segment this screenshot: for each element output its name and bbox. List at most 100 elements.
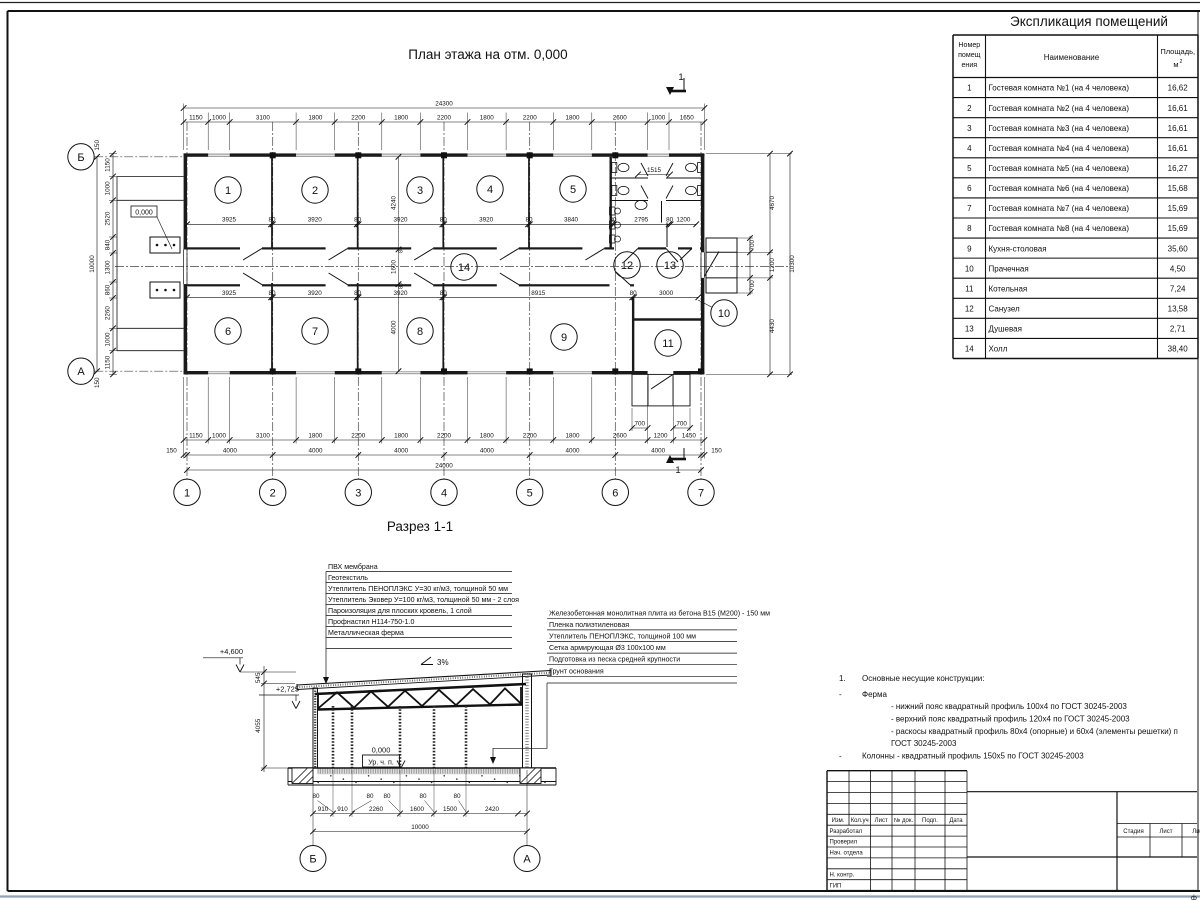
dim-label: 1000 bbox=[105, 332, 112, 347]
room-bubble: 5 bbox=[570, 184, 576, 196]
note-dash2: - bbox=[839, 752, 842, 761]
room-number: 4 bbox=[967, 144, 972, 153]
room-name: Гостевая комната №2 (на 4 человека) bbox=[989, 104, 1130, 113]
room-area: 15,69 bbox=[1168, 204, 1189, 213]
dim-label: 8915 bbox=[531, 290, 546, 297]
axis-bubble: А bbox=[77, 366, 85, 378]
dim-label: 1800 bbox=[394, 433, 409, 440]
dim-label: 1650 bbox=[680, 114, 695, 121]
dim-label: 860 bbox=[105, 284, 112, 295]
room-bubble: 8 bbox=[417, 326, 423, 338]
dim-label: 3920 bbox=[308, 290, 323, 297]
room-area: 15,69 bbox=[1168, 224, 1189, 233]
dim-label: 80 bbox=[354, 217, 362, 224]
stamp-row-label: ГИП bbox=[830, 883, 842, 889]
roof-layer-label: Утеплитель Эковер У=100 кг/м3, толщиной … bbox=[328, 596, 519, 604]
floor-layer-label: Железобетонная монолитная плита из бетон… bbox=[549, 609, 770, 617]
dim-label: 1800 bbox=[480, 433, 495, 440]
room-area: 16,62 bbox=[1168, 84, 1189, 93]
dim-label: 2795 bbox=[634, 217, 649, 224]
note-truss: Ферма bbox=[862, 690, 887, 699]
dim-label: 3920 bbox=[393, 217, 408, 224]
dim-label: 80 bbox=[268, 217, 276, 224]
dim-label: 4670 bbox=[769, 195, 776, 210]
col-header: ения bbox=[961, 61, 977, 69]
roof-layer-label: Утеплитель ПЕНОПЛЭКС У=30 кг/м3, толщино… bbox=[328, 585, 508, 593]
col-header: 2 bbox=[1180, 59, 1183, 65]
room-bubble: 12 bbox=[621, 260, 633, 272]
dim-label: 2200 bbox=[437, 433, 452, 440]
room-number: 3 bbox=[967, 124, 972, 133]
stamp-col-header: Лист bbox=[875, 818, 888, 824]
dim-label: 2600 bbox=[613, 114, 628, 121]
dim-label: 80 bbox=[383, 793, 391, 800]
room-bubble: 4 bbox=[487, 184, 493, 196]
dim-label: 10000 bbox=[411, 824, 429, 831]
dim-label: 4055 bbox=[255, 718, 262, 733]
dim-label: 80 bbox=[525, 217, 533, 224]
dim-label: 80 bbox=[399, 283, 405, 289]
dim-label: 4000 bbox=[651, 448, 666, 455]
room-area: 7,24 bbox=[1170, 284, 1186, 293]
axis-bubble: 3 bbox=[355, 487, 361, 499]
plan-title: План этажа на отм. 0,000 bbox=[408, 47, 567, 62]
dim-label: 700 bbox=[676, 421, 687, 428]
dim-label: 80 bbox=[312, 793, 320, 800]
room-area: 16,61 bbox=[1168, 124, 1189, 133]
room-name: Гостевая комната №6 (на 4 человека) bbox=[989, 184, 1130, 193]
room-number: 11 bbox=[965, 284, 974, 293]
dim-label: 3920 bbox=[308, 217, 323, 224]
room-number: 5 bbox=[967, 164, 972, 173]
room-name: Гостевая комната №4 (на 4 человека) bbox=[989, 144, 1130, 153]
dim-label: 3925 bbox=[222, 290, 237, 297]
stamp-col-header: Подп. bbox=[922, 818, 938, 824]
stamp-row-label: Проверил bbox=[830, 840, 858, 846]
dim-label: 1200 bbox=[769, 258, 776, 273]
room-name: Гостевая комната №5 (на 4 человека) bbox=[989, 164, 1130, 173]
dim-label: 80 bbox=[630, 290, 638, 297]
dim-label: 1800 bbox=[480, 114, 495, 121]
dim-label: 4240 bbox=[390, 196, 397, 211]
dim-label: 1800 bbox=[308, 433, 323, 440]
dim-label: 3100 bbox=[256, 433, 271, 440]
floor-layer-label: Сетка армирующая Ø3 100х100 мм bbox=[549, 644, 666, 652]
dim-label: 700 bbox=[749, 239, 756, 250]
stamp-stage-label: Стадия bbox=[1123, 829, 1143, 835]
room-bubble: 13 bbox=[664, 260, 676, 272]
room-number: 14 bbox=[965, 345, 974, 354]
dim-label: 1000 bbox=[212, 433, 227, 440]
room-bubble: 1 bbox=[225, 185, 231, 197]
axis-bubble: 2 bbox=[270, 487, 276, 499]
dim-label: 4000 bbox=[308, 448, 323, 455]
dim-label: 3920 bbox=[393, 290, 408, 297]
dim-label: 1500 bbox=[443, 806, 458, 813]
axis-bubble: 6 bbox=[612, 487, 618, 499]
dim-label: 2200 bbox=[523, 114, 538, 121]
axis-bubble: Б bbox=[77, 152, 84, 164]
slope-label: 3% bbox=[437, 658, 449, 667]
room-area: 15,68 bbox=[1168, 184, 1189, 193]
dim-label: 80 bbox=[609, 217, 617, 224]
room-number: 9 bbox=[967, 244, 972, 253]
axis-bubble: Б bbox=[309, 854, 316, 866]
axis-bubble: 5 bbox=[527, 487, 533, 499]
dim-label: 4430 bbox=[769, 319, 776, 334]
dim-label: 80 bbox=[399, 247, 405, 253]
axis-bubble: 1 bbox=[184, 487, 190, 499]
note-columns: Колонны - квадратный профиль 150х5 по ГО… bbox=[862, 752, 1084, 761]
dim-label: 80 bbox=[440, 290, 448, 297]
dim-label: 80 bbox=[419, 793, 427, 800]
dim-label: 1600 bbox=[410, 806, 425, 813]
dim-label: 1600 bbox=[390, 260, 397, 275]
room-number: 12 bbox=[965, 304, 974, 313]
stamp-col-header: Изм. bbox=[832, 818, 845, 824]
dim-label: 1800 bbox=[308, 114, 323, 121]
room-bubble: 10 bbox=[718, 308, 730, 320]
dim-label: 24300 bbox=[435, 101, 453, 108]
dim-label: 2200 bbox=[437, 114, 452, 121]
room-number: 8 bbox=[967, 224, 972, 233]
room-schedule-table: Экспликация помещений НомерпомещенияНаим… bbox=[952, 14, 1199, 360]
elevation-mark: 0,000 bbox=[372, 746, 391, 755]
dim-label: 4000 bbox=[480, 448, 495, 455]
